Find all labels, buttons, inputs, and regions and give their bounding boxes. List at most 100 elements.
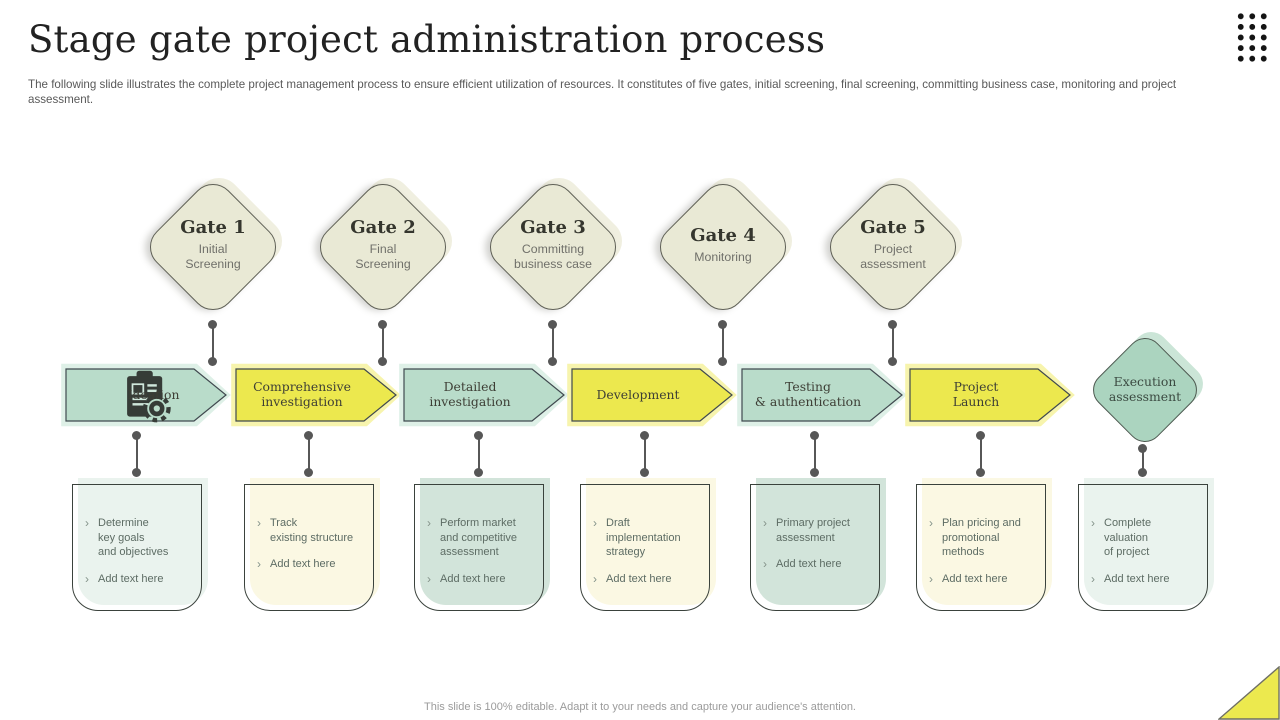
chevron-bullet-icon: › [85,516,89,530]
gate-subtitle: Project assessment [860,241,926,272]
list-item: › Complete valuation of project [1091,516,1200,560]
list-item: › Track existing structure [257,516,366,545]
list-item: › Add text here [593,572,702,588]
connector-dot [474,468,483,477]
bullet-text: Plan pricing and promotional methods [942,517,1021,559]
clipboard-gear-icon [127,370,171,423]
connector-line [308,435,310,472]
detail-box-5: › Primary project assessment › Add text … [750,478,886,611]
gate-subtitle: Initial Screening [185,241,241,272]
bullet-text: Add text here [1104,572,1170,585]
list-item: › Determine key goals and objectives [85,516,194,560]
list-item: › Perform market and competitive assessm… [427,516,536,560]
connector-line [722,324,724,361]
list-item: › Add text here [929,572,1038,588]
arrow-shape [399,363,569,427]
stage-arrow-testing-authentication: Testing & authentication [737,363,907,427]
gate-title: Gate 5 [860,216,926,238]
chevron-bullet-icon: › [593,571,597,586]
bullet-text: Draft implementation strategy [606,517,681,559]
connector-line [814,435,816,472]
list-item: › Draft implementation strategy [593,516,702,560]
detail-box-6: › Plan pricing and promotional methods ›… [916,478,1052,611]
bullet-text: Add text here [270,558,336,571]
list-item: › Add text here [85,572,194,588]
connector-dot [718,357,727,366]
bullet-text: Add text here [942,572,1008,585]
stage-arrow-label: Testing & authentication [754,379,862,409]
stage-arrow-detailed-investigation: Detailed investigation [399,363,569,427]
list-item: › Primary project assessment [763,516,872,545]
chevron-bullet-icon: › [257,516,261,530]
gate-node-5: Gate 5 Project assessment [820,168,972,320]
bullet-text: Primary project assessment [776,517,850,544]
bullet-text: Determine key goals and objectives [98,517,169,559]
chevron-bullet-icon: › [763,516,767,530]
bullet-text: Track existing structure [270,517,354,544]
chevron-bullet-icon: › [427,516,431,530]
connector-line [1142,448,1144,472]
note-outline-shape [414,484,544,611]
connector-line [382,324,384,361]
list-item: › Plan pricing and promotional methods [929,516,1038,560]
arrow-shape [231,363,401,427]
gate-subtitle: Final Screening [355,241,411,272]
gate-title: Gate 2 [350,216,416,238]
final-node-execution-assessment: Execution assessment [1085,324,1211,450]
chevron-bullet-icon: › [85,571,89,586]
bullet-text: Add text here [606,572,672,585]
connector-dot [1138,468,1147,477]
connector-line [136,435,138,472]
note-outline-shape [1078,484,1208,611]
stage-arrow-label: Project Launch [952,379,1000,409]
gate-title: Gate 4 [690,225,756,247]
stage-arrow-label: Development [596,386,680,402]
connector-dot [640,468,649,477]
gate-subtitle: Committing business case [514,241,592,272]
note-outline-shape [916,484,1046,611]
gate-title: Gate 1 [180,216,246,238]
connector-dot [378,357,387,366]
note-outline-shape [72,484,202,611]
detail-box-1: › Determine key goals and objectives › A… [72,478,208,611]
page-subtitle: The following slide illustrates the comp… [28,78,1177,106]
corner-triangle-decoration [1218,666,1280,720]
arrow-shape [737,363,907,427]
footer-note: This slide is 100% editable. Adapt it to… [424,701,856,713]
list-item: › Add text here [763,557,872,573]
connector-line [478,435,480,472]
connector-dot [976,468,985,477]
chevron-bullet-icon: › [929,571,933,586]
chevron-bullet-icon: › [427,571,431,586]
gate-node-2: Gate 2 Final Screening [310,168,462,320]
gate-node-4: Gate 4 Monitoring [650,168,802,320]
bullet-text: Complete valuation of project [1104,517,1152,559]
connector-line [892,324,894,361]
stage-arrow-development: Development [567,363,737,427]
connector-line [212,324,214,361]
chevron-bullet-icon: › [763,557,767,572]
chevron-bullet-icon: › [1091,516,1095,530]
arrow-shape [905,363,1075,427]
dots-grid-decoration [1234,10,1268,62]
connector-line [644,435,646,472]
connector-dot [208,357,217,366]
stage-arrow-label: Ideation [127,386,180,402]
detail-box-7: › Complete valuation of project › Add te… [1078,478,1214,611]
connector-line [552,324,554,361]
gate-node-3: Gate 3 Committing business case [480,168,632,320]
connector-dot [548,357,557,366]
stage-arrow-ideation: Ideation [61,363,231,427]
list-item: › Add text here [257,557,366,573]
list-item: › Add text here [427,572,536,588]
bullet-text: Add text here [440,572,506,585]
connector-line [980,435,982,472]
gate-node-1: Gate 1 Initial Screening [140,168,292,320]
gate-title: Gate 3 [520,216,586,238]
stage-arrow-project-launch: Project Launch [905,363,1075,427]
final-node-label: Execution assessment [1108,374,1182,404]
page-title: Stage gate project administration proces… [28,18,826,61]
bullet-text: Perform market and competitive assessmen… [440,517,518,559]
chevron-bullet-icon: › [929,516,933,530]
note-outline-shape [244,484,374,611]
